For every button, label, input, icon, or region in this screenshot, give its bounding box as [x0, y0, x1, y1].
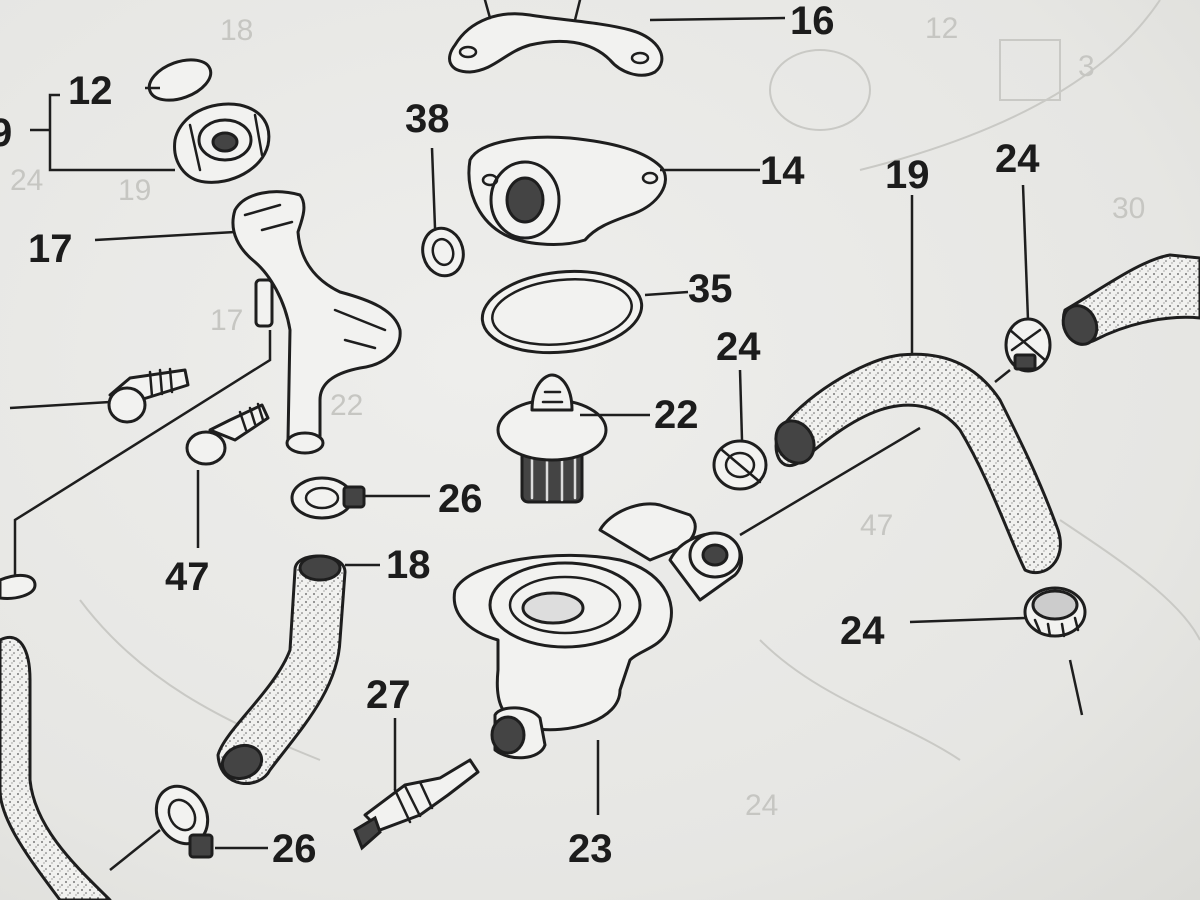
ghost-number: 24 — [745, 789, 778, 822]
callout-47: 47 — [165, 555, 210, 599]
callout-26: 26 — [438, 477, 483, 521]
ghost-number: 12 — [925, 12, 958, 45]
callout-24: 24 — [840, 609, 885, 653]
callout-12: 12 — [68, 69, 113, 113]
callout-19: 19 — [885, 153, 930, 197]
callout-17: 17 — [28, 227, 73, 271]
ghost-number: 17 — [210, 304, 243, 337]
ghost-curve — [759, 639, 961, 761]
part-24-clamp-lower — [1023, 586, 1087, 638]
ghost-number: 19 — [118, 174, 151, 207]
leader-lines — [9, 16, 1084, 871]
callout-18: 18 — [386, 543, 431, 587]
callout-16: 16 — [790, 0, 835, 43]
callout-24: 24 — [716, 325, 761, 369]
part-18-hose — [216, 554, 347, 785]
ghost-ellipse — [769, 49, 871, 131]
part-47-bolt — [185, 402, 270, 466]
callout-23: 23 — [568, 827, 613, 871]
part-14-housing-cover — [467, 135, 667, 246]
part-27-sensor — [353, 758, 480, 851]
part-23-thermostat-housing — [452, 502, 744, 760]
callout-22: 22 — [654, 393, 699, 437]
ghost-number: 3 — [1078, 50, 1095, 83]
callout-26: 26 — [272, 827, 317, 871]
part-24-clamp-upper — [1004, 317, 1052, 373]
part-26-clamp-lower — [154, 784, 214, 859]
ghost-number: 24 — [10, 164, 43, 197]
part-24-clamp-middle — [712, 439, 768, 491]
callout-35: 35 — [688, 267, 733, 311]
callout-38: 38 — [405, 97, 450, 141]
part-12-o-ring — [147, 58, 213, 102]
callout-27: 27 — [366, 673, 411, 717]
ghost-number: 30 — [1112, 192, 1145, 225]
ghost-curve — [1059, 519, 1200, 641]
ghost-number: 22 — [330, 389, 363, 422]
part-38-seal — [421, 226, 465, 278]
part-26-clamp-upper — [290, 476, 366, 520]
part-22-thermostat — [496, 373, 608, 504]
callout-14: 14 — [760, 149, 805, 193]
callout-24: 24 — [995, 137, 1040, 181]
part-17-outlet-pipe — [231, 190, 402, 455]
bleed-through-print: 18 12 3 24 19 30 17 47 24 22 — [10, 0, 1200, 822]
callout-labels: 16 12 9 38 14 19 24 17 35 24 22 26 47 18… — [0, 0, 1040, 871]
part-cap-assembly — [173, 102, 271, 184]
part-35-gasket — [480, 269, 644, 355]
part-19-hose — [774, 253, 1200, 575]
left-edge-hose — [0, 573, 112, 900]
ghost-number: 18 — [220, 14, 253, 47]
ghost-number: 47 — [860, 509, 893, 542]
bolt-left — [107, 367, 190, 424]
part-16-flange — [448, 0, 664, 77]
callout-9: 9 — [0, 111, 12, 155]
ghost-curve — [859, 0, 1161, 171]
ghost-box — [999, 39, 1061, 101]
